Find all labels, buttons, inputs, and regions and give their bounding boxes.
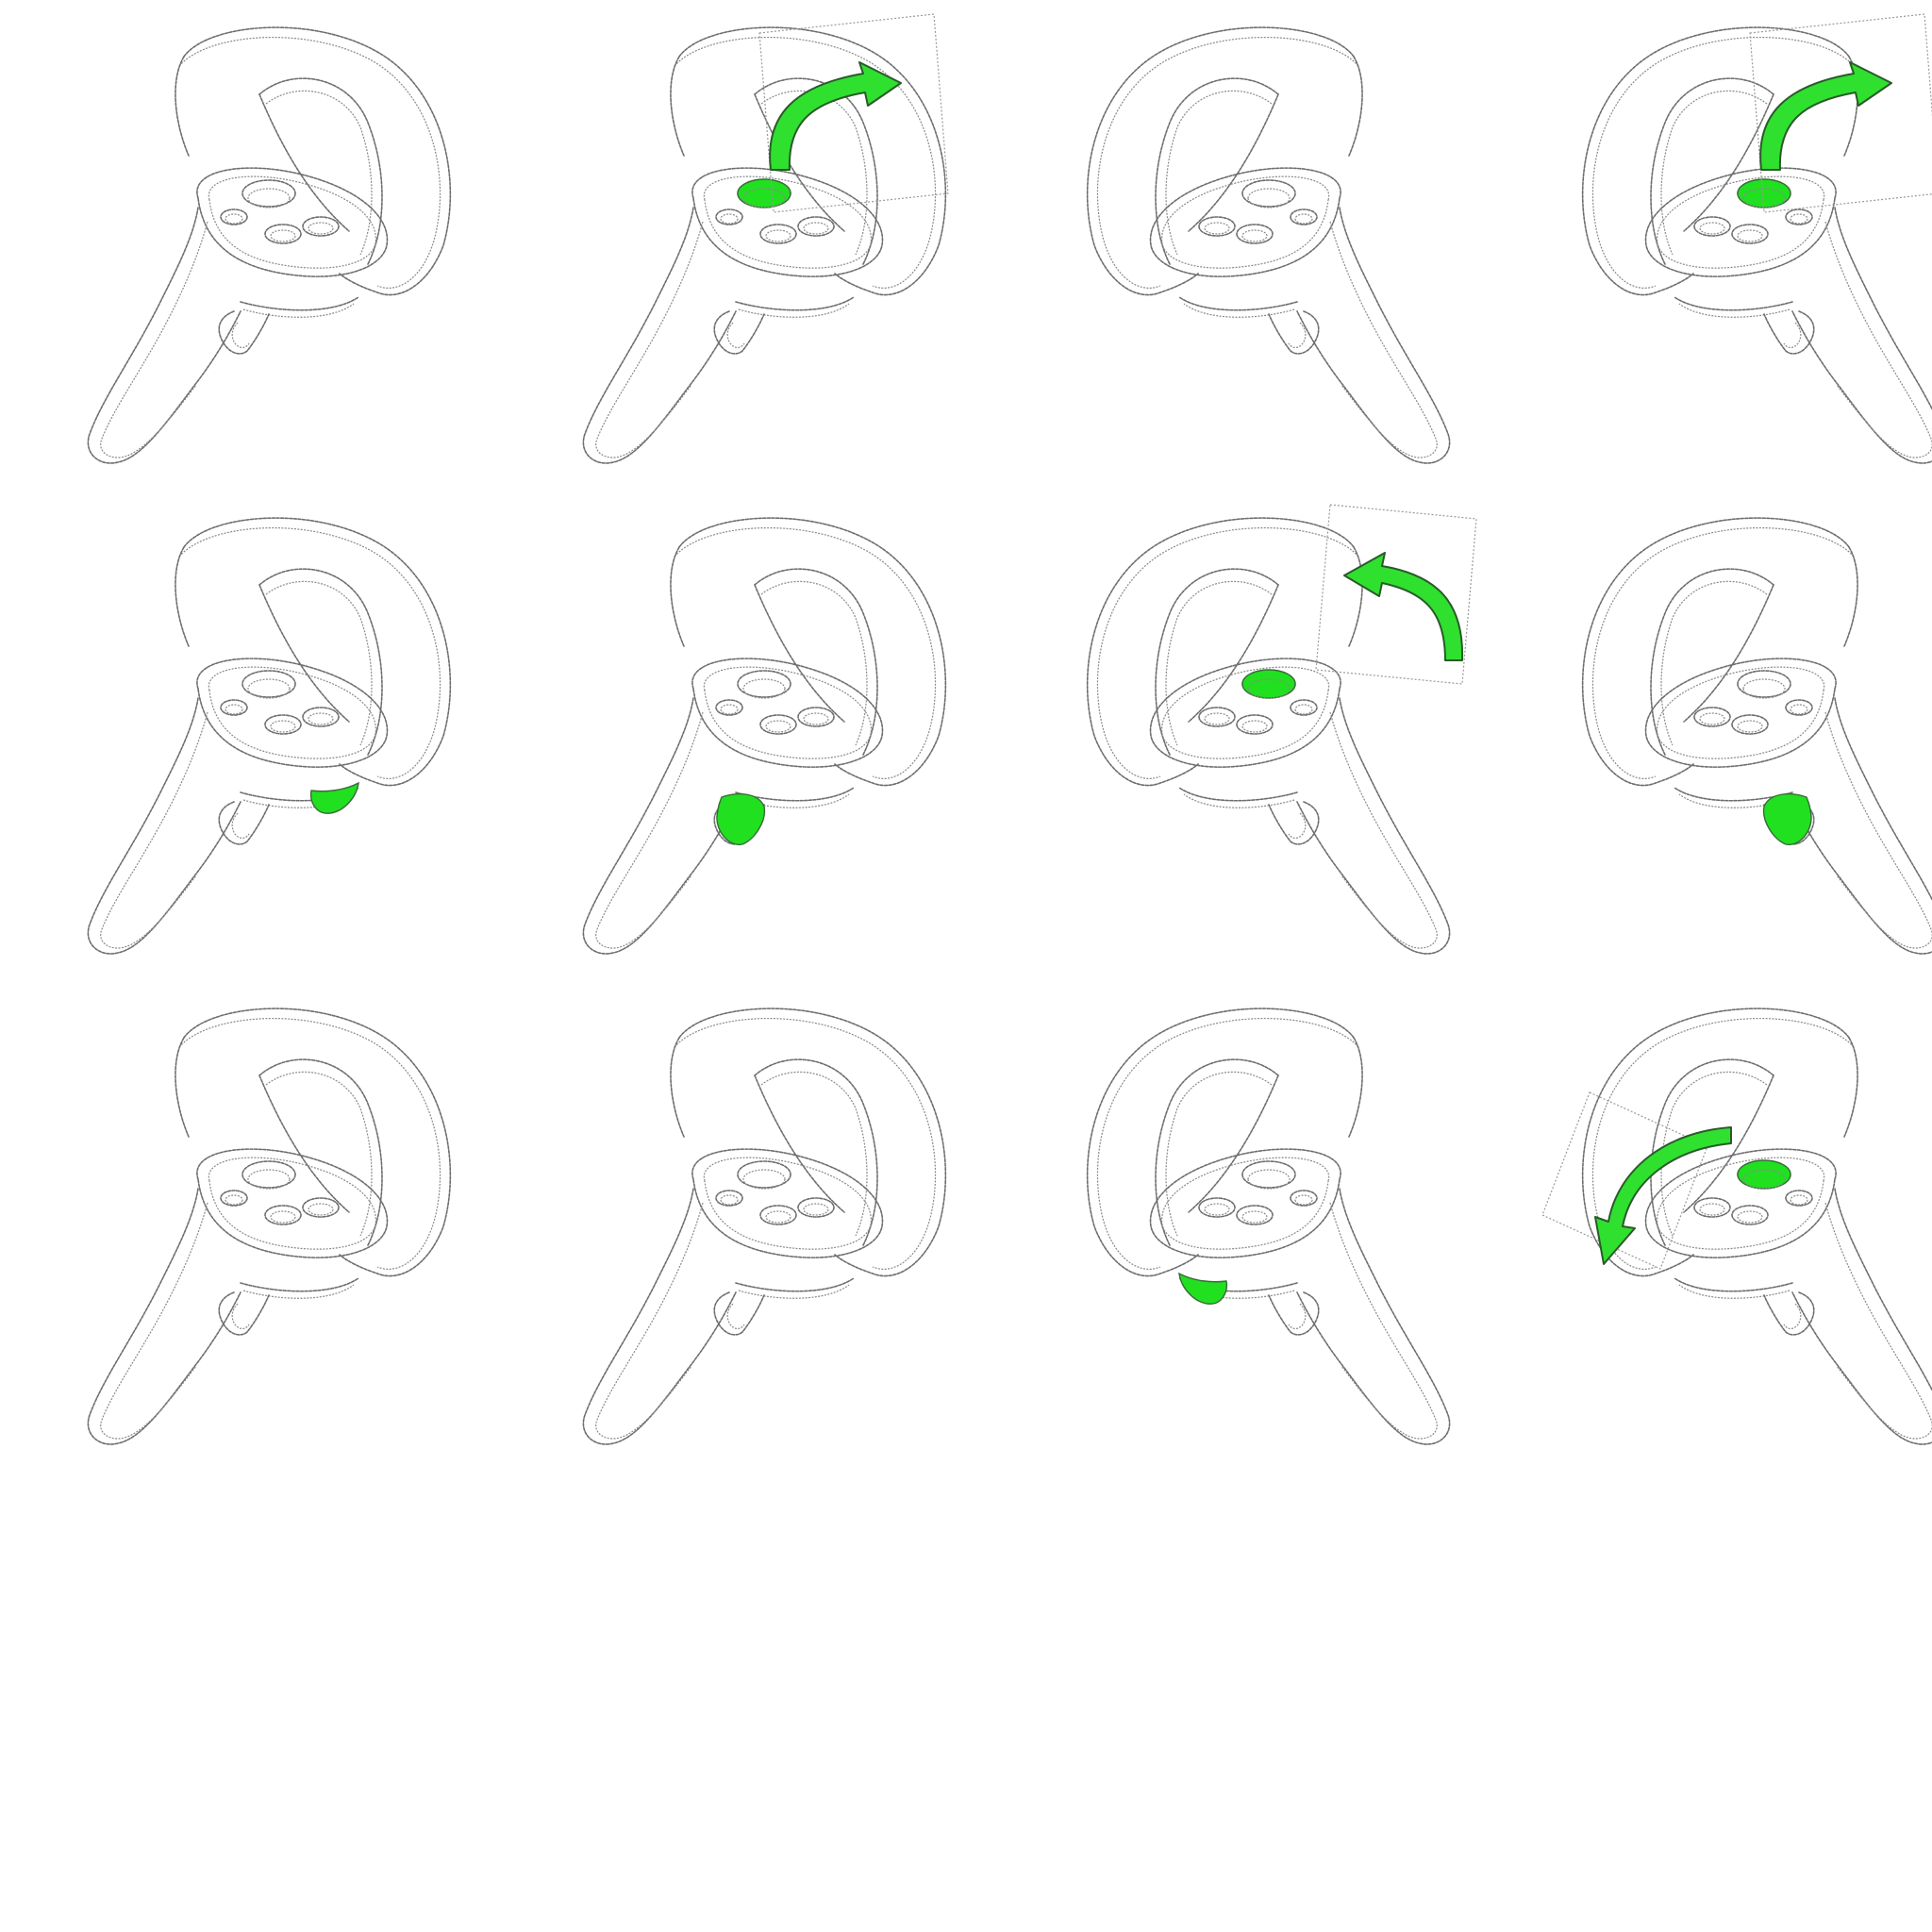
controller-panel-10 bbox=[524, 981, 1014, 1472]
left-controller-drawing bbox=[582, 1008, 947, 1445]
grip-highlight bbox=[716, 792, 766, 846]
right-controller-drawing bbox=[1541, 1008, 1932, 1445]
controller-panel-3 bbox=[1019, 0, 1509, 491]
controller-outline bbox=[1581, 1008, 1932, 1445]
controller-outline bbox=[87, 517, 452, 955]
left-controller-drawing bbox=[87, 26, 452, 464]
left-controller-drawing bbox=[582, 13, 949, 464]
controller-panel-11 bbox=[1019, 981, 1509, 1472]
controller-panel-9 bbox=[28, 981, 519, 1472]
controller-outline bbox=[582, 517, 947, 955]
left-controller-drawing bbox=[87, 517, 452, 955]
controller-outline bbox=[1086, 26, 1451, 464]
grip-highlight bbox=[1762, 792, 1812, 846]
thumbstick-highlight bbox=[1737, 178, 1791, 208]
thumbstick-highlight bbox=[1737, 1159, 1791, 1190]
controller-panel-2 bbox=[524, 0, 1014, 491]
right-controller-drawing bbox=[1086, 26, 1451, 464]
right-controller-drawing bbox=[1086, 504, 1477, 955]
left-controller-drawing bbox=[87, 1008, 452, 1445]
controller-panel-6 bbox=[524, 491, 1014, 981]
controller-panel-4 bbox=[1514, 0, 1932, 491]
controller-outline bbox=[1581, 517, 1932, 955]
controller-outline bbox=[582, 1008, 947, 1445]
controller-panel-5 bbox=[28, 491, 519, 981]
right-controller-drawing bbox=[1086, 1008, 1451, 1445]
right-controller-drawing bbox=[1581, 13, 1932, 464]
controller-outline bbox=[87, 26, 452, 464]
controller-outline bbox=[87, 1008, 452, 1445]
controller-panel-1 bbox=[28, 0, 519, 491]
gesture-arrow bbox=[1541, 1091, 1732, 1270]
gesture-arrow bbox=[758, 13, 949, 213]
right-controller-drawing bbox=[1581, 517, 1932, 955]
thumbstick-highlight bbox=[737, 178, 791, 208]
trigger-highlight bbox=[1178, 1273, 1228, 1305]
gesture-arrow bbox=[1749, 13, 1932, 213]
left-controller-drawing bbox=[582, 517, 947, 955]
controller-panel-8 bbox=[1514, 491, 1932, 981]
thumbstick-highlight bbox=[1241, 669, 1296, 699]
controller-outline bbox=[1086, 1008, 1451, 1445]
controller-panel-12 bbox=[1514, 981, 1932, 1472]
controller-panel-7 bbox=[1019, 491, 1509, 981]
gesture-arrow bbox=[1315, 504, 1477, 685]
trigger-highlight bbox=[309, 782, 359, 814]
controller-outline bbox=[1581, 26, 1932, 464]
